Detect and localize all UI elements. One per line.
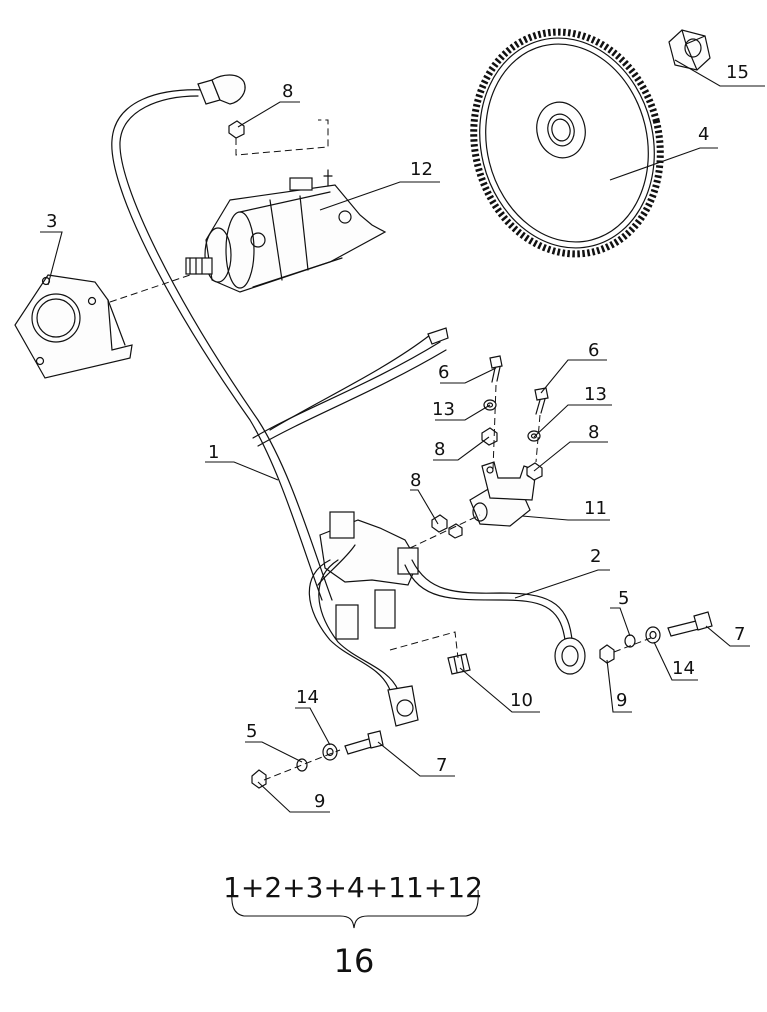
- starter-motor: [185, 169, 387, 293]
- battery-cable-main: [111, 74, 449, 601]
- callout-1: 1: [208, 442, 219, 463]
- callout-2: 2: [590, 546, 601, 567]
- callout-4: 4: [698, 124, 709, 145]
- callout-8-mid: 8: [410, 470, 421, 491]
- callout-13-right: 13: [584, 384, 607, 405]
- kit-total-number: 16: [334, 942, 375, 980]
- callout-14-left: 14: [296, 687, 319, 708]
- callout-14-right: 14: [672, 658, 695, 679]
- callout-6-right: 6: [588, 340, 599, 361]
- callout-8-left: 8: [434, 439, 445, 460]
- small-fasteners: [228, 120, 713, 789]
- callout-8-right: 8: [588, 422, 599, 443]
- callout-5-left: 5: [246, 721, 257, 742]
- callout-9-left: 9: [314, 791, 325, 812]
- callout-12: 12: [410, 159, 433, 180]
- leader-lines: [40, 59, 765, 813]
- callout-5-right: 5: [618, 588, 629, 609]
- callout-15: 15: [726, 62, 749, 83]
- starter-bracket: [14, 274, 133, 379]
- solenoid-relay: [469, 461, 537, 527]
- ring-gear: [470, 28, 664, 258]
- callout-9-right: 9: [616, 690, 627, 711]
- callout-10: 10: [510, 690, 533, 711]
- hex-nut-large: [668, 29, 711, 71]
- kit-formula: 1+2+3+4+11+12: [223, 871, 483, 904]
- wiring-harness: [308, 511, 586, 727]
- callout-7-right: 7: [734, 624, 745, 645]
- callout-11: 11: [584, 498, 607, 519]
- assembly-lines: [109, 119, 657, 781]
- callout-8-top: 8: [282, 81, 293, 102]
- kit-brace: [231, 889, 479, 929]
- callout-13-left: 13: [432, 399, 455, 420]
- callout-3: 3: [46, 211, 57, 232]
- callout-7-left: 7: [436, 755, 447, 776]
- callout-6-left: 6: [438, 362, 449, 383]
